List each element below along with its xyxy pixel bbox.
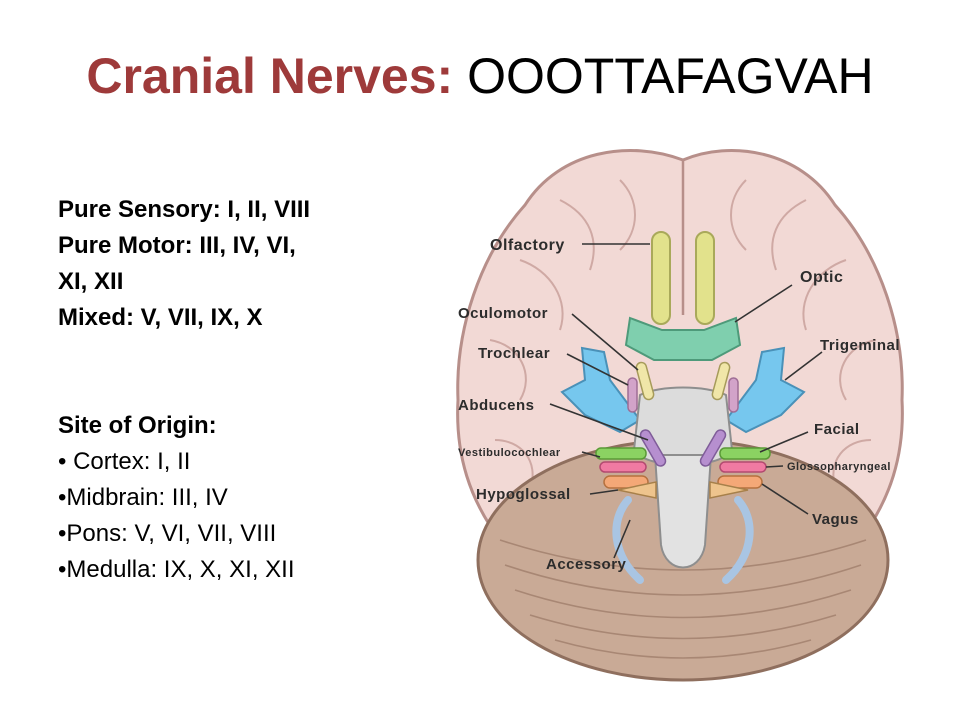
leader-lines bbox=[549, 243, 823, 559]
trochlear-nerve-right bbox=[728, 377, 739, 413]
label-facial: Facial bbox=[814, 421, 860, 438]
label-oculomotor: Oculomotor bbox=[458, 305, 548, 322]
pure-sensory-line: Pure Sensory: I, II, VIII bbox=[58, 196, 311, 223]
trochlear-nerve-left bbox=[627, 377, 638, 413]
origin-heading: Site of Origin: bbox=[58, 412, 217, 439]
label-glossopharyngeal: Glossopharyngeal bbox=[787, 461, 891, 473]
label-olfactory: Olfactory bbox=[490, 237, 565, 254]
medulla bbox=[653, 454, 713, 569]
optic-chiasm bbox=[624, 316, 742, 361]
label-trigeminal: Trigeminal bbox=[820, 337, 900, 354]
label-trochlear: Trochlear bbox=[478, 345, 550, 362]
origin-midbrain: •Midbrain: III, IV bbox=[58, 484, 228, 511]
title-mnemonic: OOOTTAFAGVAH bbox=[467, 48, 874, 104]
glossopharyngeal-nerve-left bbox=[599, 461, 647, 473]
pure-motor-line-cont: XI, XII bbox=[58, 268, 124, 295]
olfactory-bulb-right bbox=[695, 231, 715, 325]
hypoglossal-rootlets-left bbox=[617, 481, 657, 499]
vestibulocochlear-nerve-right bbox=[719, 447, 771, 460]
label-accessory: Accessory bbox=[546, 556, 627, 573]
pure-motor-line: Pure Motor: III, IV, VI, bbox=[58, 232, 296, 259]
origin-medulla: •Medulla: IX, X, XI, XII bbox=[58, 556, 295, 583]
trigeminal-nerve-left bbox=[560, 346, 642, 434]
label-vestibulocochlear: Vestibulocochlear bbox=[458, 447, 561, 459]
accessory-nerve-left bbox=[612, 496, 644, 584]
origin-cortex: • Cortex: I, II bbox=[58, 448, 191, 475]
abducens-nerve-right bbox=[699, 429, 727, 467]
label-optic: Optic bbox=[800, 269, 843, 286]
accessory-nerve-right bbox=[722, 496, 754, 584]
label-abducens: Abducens bbox=[458, 397, 535, 414]
nerve-facts-panel: Pure Sensory: I, II, VIII Pure Motor: II… bbox=[58, 192, 438, 588]
olfactory-bulb-left bbox=[651, 231, 671, 325]
label-vagus: Vagus bbox=[812, 511, 859, 528]
gyri-lines bbox=[489, 179, 877, 491]
origin-pons: •Pons: V, VI, VII, VIII bbox=[58, 520, 277, 547]
cerebellum-folia bbox=[499, 539, 867, 659]
hypoglossal-rootlets-right bbox=[709, 481, 749, 499]
title-prefix: Cranial Nerves: bbox=[86, 48, 454, 104]
vestibulocochlear-nerve-left bbox=[595, 447, 647, 460]
glossopharyngeal-nerve-right bbox=[719, 461, 767, 473]
trigeminal-nerve-right bbox=[724, 346, 806, 434]
oculomotor-nerve-right bbox=[711, 361, 731, 401]
slide-title: Cranial Nerves: OOOTTAFAGVAH bbox=[0, 46, 960, 106]
label-hypoglossal: Hypoglossal bbox=[476, 486, 571, 503]
oculomotor-nerve-left bbox=[635, 361, 655, 401]
mixed-line: Mixed: V, VII, IX, X bbox=[58, 304, 263, 331]
